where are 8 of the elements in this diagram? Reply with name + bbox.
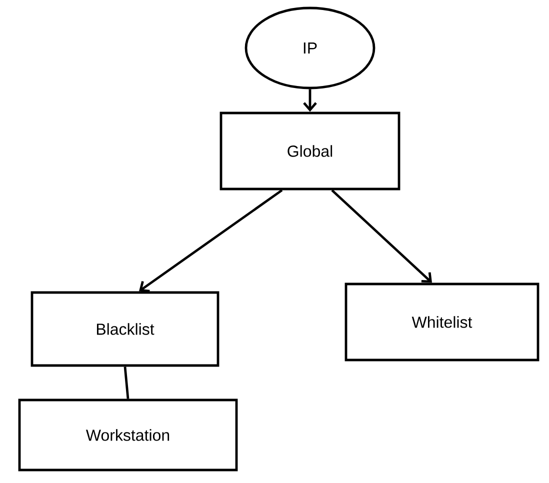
list-box: Blacklist xyxy=(30,291,220,367)
list-box: Workstation xyxy=(18,398,238,472)
arrow xyxy=(139,189,283,292)
connector-line xyxy=(124,366,130,399)
list-box: Global xyxy=(220,112,400,190)
list-box: Whitelist xyxy=(344,282,540,362)
arrow xyxy=(303,89,317,112)
arrow xyxy=(331,189,432,283)
